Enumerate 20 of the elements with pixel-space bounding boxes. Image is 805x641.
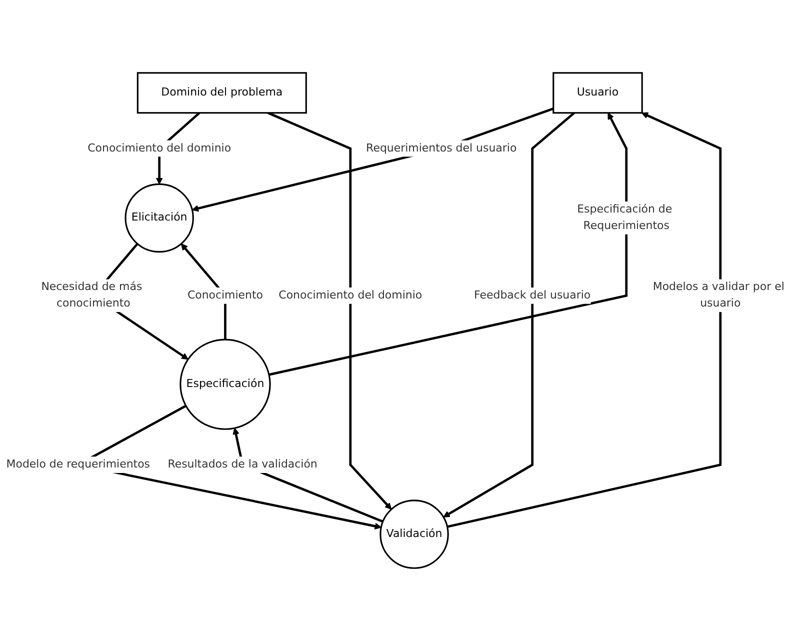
edge-label: Modelo de requerimientos: [6, 458, 150, 471]
arrow: [443, 112, 575, 518]
node-circle: Especificación: [180, 338, 271, 430]
node-box: Usuario: [552, 72, 643, 114]
arrow: [446, 112, 722, 528]
edge-label: Requerimientos del usuario: [366, 142, 517, 154]
edge-label: Resultados de la validación: [168, 458, 318, 471]
edge-label: Feedback del usuario: [474, 289, 591, 302]
edge-label: Necesidad de más conocimiento: [41, 280, 142, 310]
edge-label: Modelos a validar por el usuario: [652, 280, 784, 310]
edge-label: Conocimiento: [187, 289, 264, 302]
edge-label: Conocimiento del dominio: [88, 142, 232, 154]
arrow: [268, 112, 628, 376]
arrow: [192, 108, 554, 212]
node-circle: Elicitación: [124, 183, 194, 253]
node-box: Dominio del problema: [136, 72, 307, 114]
edge-label: Especificación de Requerimientos: [577, 203, 672, 232]
edge-label: Conocimiento del dominio: [278, 289, 422, 302]
arrow: [268, 112, 392, 510]
node-circle: Validación: [380, 500, 449, 569]
